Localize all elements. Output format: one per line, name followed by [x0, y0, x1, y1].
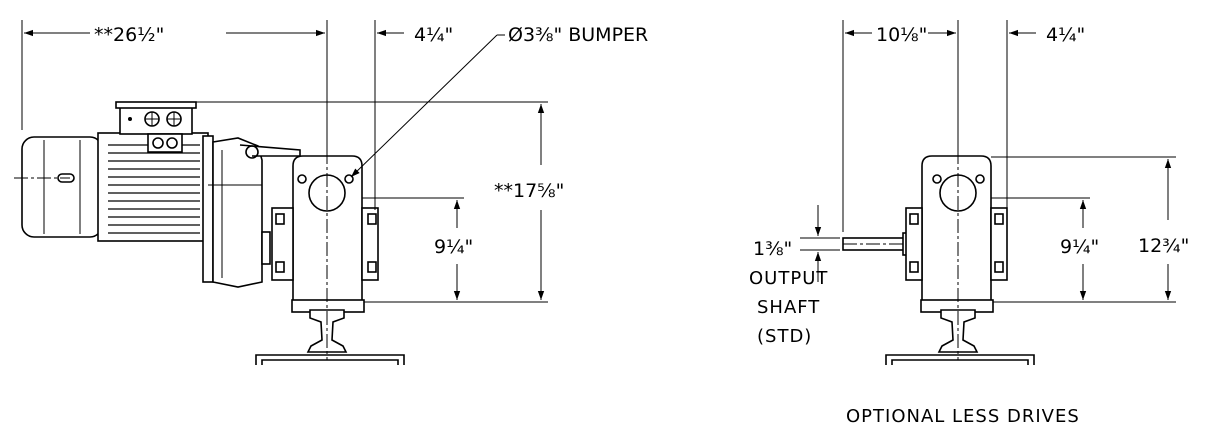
dimension-shaft-height-right	[991, 197, 1090, 300]
left-view: **26½" 4¼" Ø3⅜" BUMPER **17⅝" 9¼"	[14, 20, 648, 365]
dimension-shaft-extension	[842, 20, 959, 232]
output-shaft-dim-label: 1⅜"	[753, 238, 792, 260]
trolley-frame-right	[905, 155, 1008, 313]
right-view: 10⅛" 4¼" 12¾" 9¼" 1⅜" OUT	[749, 20, 1189, 427]
dim-shaft-extension-label: 10⅛"	[876, 24, 927, 46]
output-shaft-label-line3: (STD)	[757, 326, 812, 347]
dimension-rail-offset-left	[374, 20, 404, 210]
dimension-rail-offset-right	[1006, 20, 1036, 210]
dimension-height-right	[991, 156, 1176, 303]
gear-reducer	[202, 135, 301, 288]
optional-less-drives-caption: OPTIONAL LESS DRIVES	[846, 406, 1080, 427]
terminal-box	[115, 101, 197, 153]
dim-shaft-height-right-label: 9¼"	[1060, 236, 1099, 258]
dimension-height-left	[196, 101, 548, 303]
dim-shaft-height-left-label: 9¼"	[434, 236, 473, 258]
output-shaft-label-line2: SHAFT	[757, 297, 820, 318]
output-shaft-label-line1: OUTPUT	[749, 268, 828, 289]
dim-overall-length-label: **26½"	[94, 24, 164, 46]
dim-height-left-label: **17⅝"	[494, 180, 564, 202]
bumper-label: Ø3⅜" BUMPER	[508, 24, 648, 46]
trolley-frame-left	[271, 155, 379, 313]
rail-and-beam-right	[885, 309, 1035, 365]
dimension-overall-length	[21, 20, 328, 150]
dim-height-right-label: 12¾"	[1138, 235, 1189, 257]
dimension-shaft-height-left	[362, 197, 464, 300]
rail-and-beam-left	[255, 309, 405, 365]
dim-rail-offset-left-label: 4¼"	[414, 24, 453, 46]
dim-rail-offset-right-label: 4¼"	[1046, 24, 1085, 46]
dimension-output-shaft	[800, 205, 840, 282]
